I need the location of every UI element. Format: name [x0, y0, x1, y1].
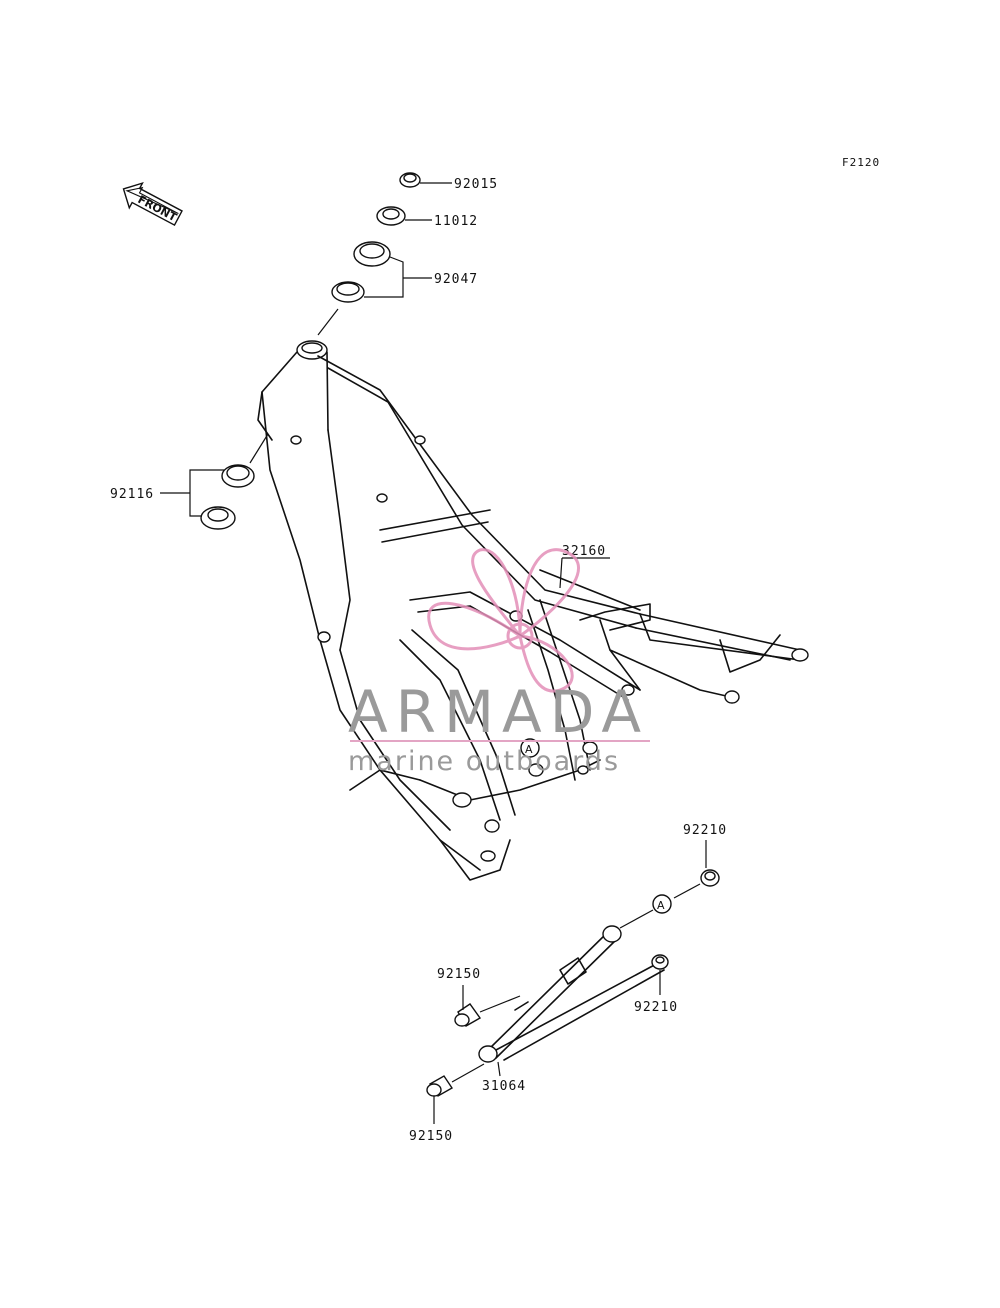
part-label-92150-b: 92150 — [409, 1129, 453, 1144]
watermark-logo-icon — [427, 548, 580, 693]
front-arrow-icon: FRONT — [122, 181, 183, 227]
bracket-31064 — [478, 925, 665, 1077]
collar-92150-1 — [454, 985, 521, 1027]
part-label-92015: 92015 — [454, 177, 498, 192]
watermark-tagline: marine outboards — [348, 746, 620, 777]
part-label-11012: 11012 — [434, 214, 478, 229]
watermark-brand: ARMADA — [348, 678, 649, 746]
bracket-callout-a: A — [657, 899, 665, 912]
collar-92150-2 — [426, 1063, 485, 1124]
part-label-92047: 92047 — [434, 272, 478, 287]
part-label-92116: 92116 — [110, 487, 154, 502]
part-label-92210-b: 92210 — [634, 1000, 678, 1015]
watermark: ARMADA marine outboards — [348, 548, 650, 777]
washer-11012 — [376, 206, 432, 226]
race-92116 — [160, 433, 269, 530]
figure-code: F2120 — [842, 156, 880, 169]
part-label-92210-a: 92210 — [683, 823, 727, 838]
part-label-31064: 31064 — [482, 1079, 526, 1094]
race-92047 — [317, 241, 432, 336]
nut-92210-b — [651, 954, 669, 995]
nut-92210-a: A — [619, 840, 720, 929]
frame-32160: A — [257, 340, 809, 881]
frame-callout-a: A — [525, 743, 533, 756]
nut-92015 — [399, 172, 452, 188]
part-label-92150-a: 92150 — [437, 967, 481, 982]
